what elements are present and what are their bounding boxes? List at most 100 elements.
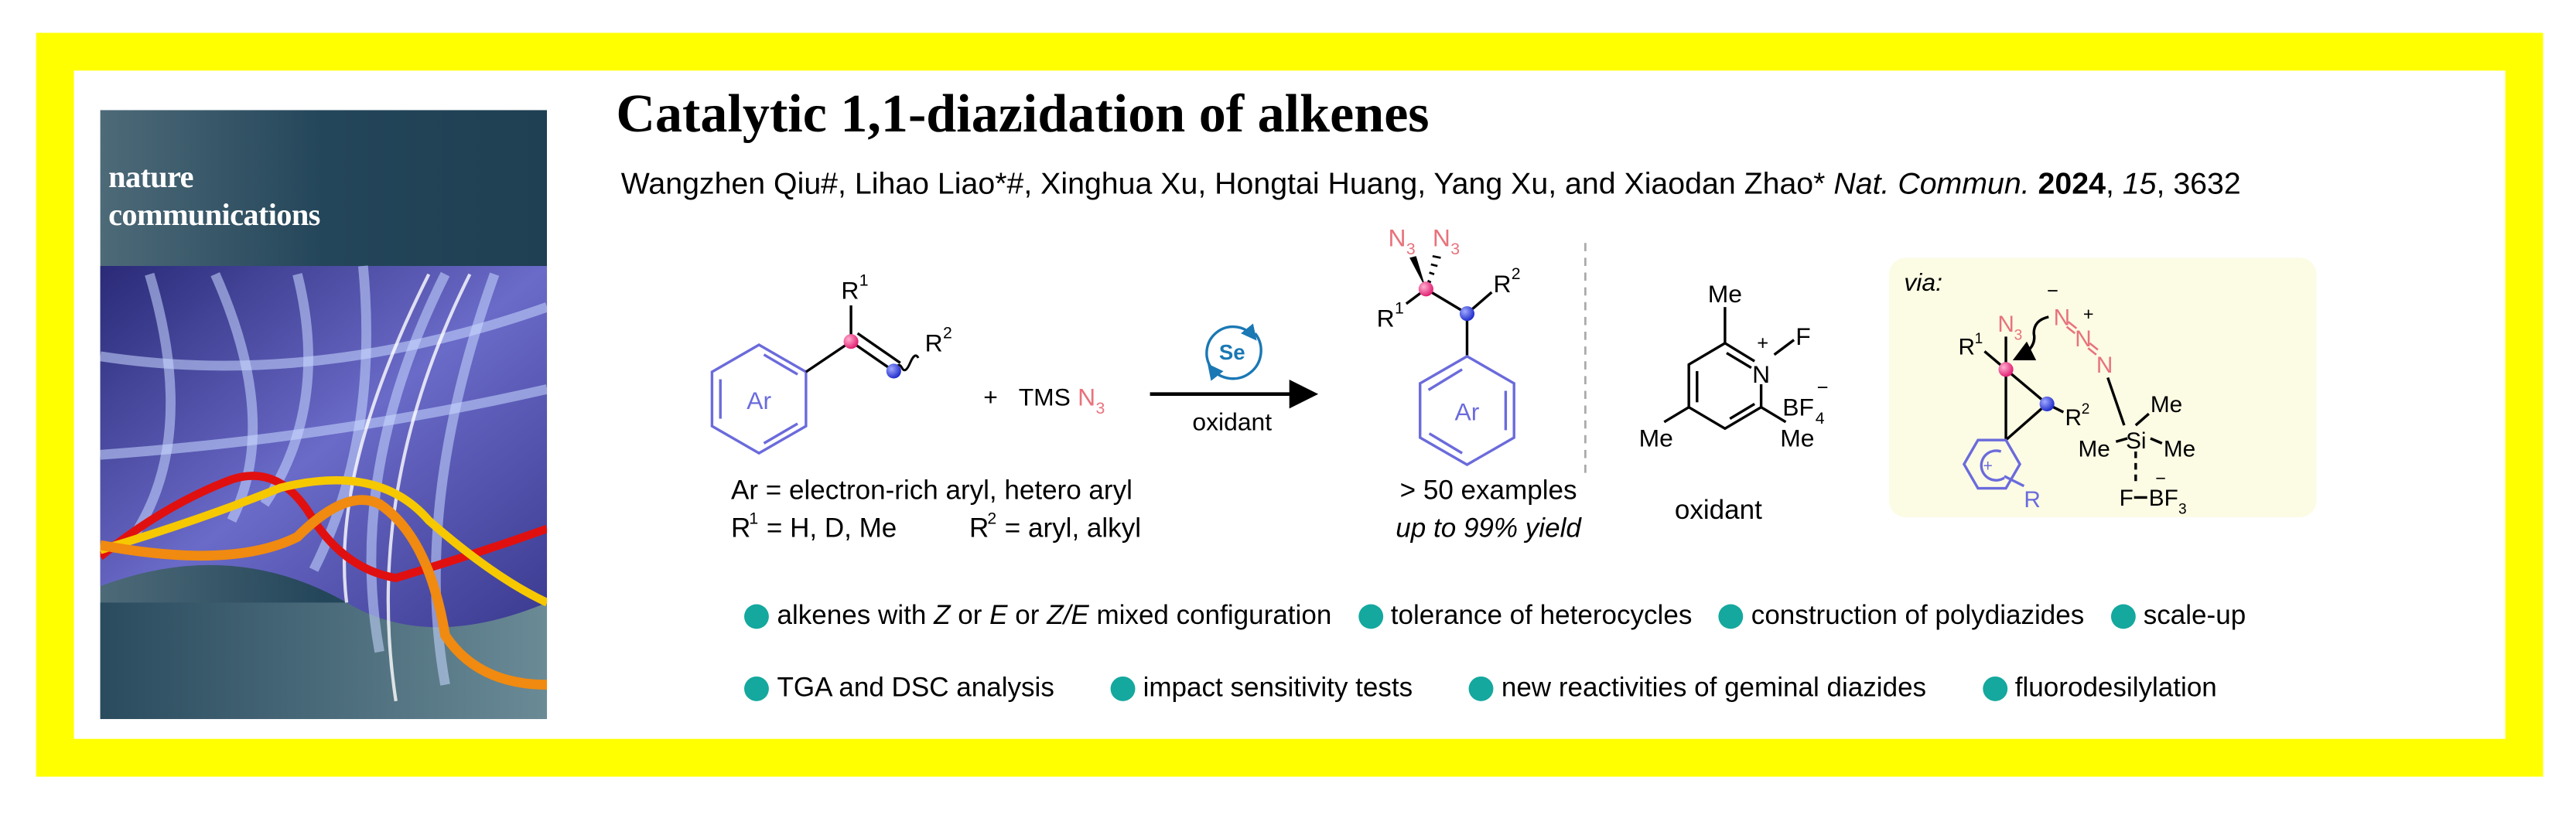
n3-subscript-1: 3 <box>1406 240 1416 258</box>
r1-scope-note: = H, D, Me <box>759 513 897 543</box>
bullet-dot-icon <box>744 604 769 629</box>
bullet-dot-icon <box>1358 604 1383 629</box>
feature-bullet: scale-up <box>2110 601 2246 632</box>
r1-scope-label: R <box>731 513 750 543</box>
bullet-dot-icon <box>1982 676 2007 701</box>
r2-superscript: 2 <box>2082 401 2090 418</box>
bullet-text: new reactivities of geminal diazides <box>1501 673 1927 703</box>
bullet-text-italic: Z/E <box>1047 601 1089 631</box>
r2-superscript: 2 <box>1512 265 1521 283</box>
feature-bullet: TGA and DSC analysis <box>744 673 1054 704</box>
bullet-dot-icon <box>1110 676 1135 701</box>
r2-scope-superscript: 2 <box>987 510 996 527</box>
silicon-label: Si <box>2126 428 2146 454</box>
azide-positive-charge: + <box>2083 304 2094 324</box>
bullet-text: mixed configuration <box>1088 601 1332 631</box>
paper-title: Catalytic 1,1-diazidation of alkenes <box>616 85 1430 145</box>
methyl-label: Me <box>2164 436 2195 462</box>
examples-count: > 50 examples <box>1400 475 1577 506</box>
bullet-dot-icon <box>1468 676 1494 701</box>
arrow-reagent-label: oxidant <box>1192 407 1272 435</box>
blue-carbon-atom <box>886 363 901 379</box>
separator: , <box>2105 165 2123 201</box>
hash-bond <box>1426 254 1441 284</box>
author-list: Wangzhen Qiu#, Lihao Liao*#, Xinghua Xu,… <box>620 165 1826 201</box>
aryl-label: Ar <box>746 387 771 414</box>
r2-superscript: 2 <box>943 324 952 342</box>
n3-subscript-2: 3 <box>1450 240 1460 258</box>
r1-scope-superscript: 1 <box>749 510 758 527</box>
tetrafluoroborate-label: BF <box>1782 393 1814 421</box>
pink-carbon-atom <box>1998 362 2014 377</box>
bullet-text: alkenes with <box>777 601 934 631</box>
feature-bullet: fluorodesilylation <box>1982 673 2217 704</box>
negative-charge: − <box>1817 377 1829 399</box>
aryl-scope-note: Ar = electron-rich aryl, hetero aryl <box>731 475 1133 506</box>
pink-carbon-atom <box>843 334 859 349</box>
journal-cover: nature communications <box>100 110 548 720</box>
borate-negative-charge: − <box>2155 468 2166 488</box>
wedge-bond <box>1409 256 1426 289</box>
arenium-charge: + <box>1983 458 1992 475</box>
feature-bullets-row-2: TGA and DSC analysis impact sensitivity … <box>744 673 2217 704</box>
cover-journal-name-line1: nature <box>108 161 193 196</box>
r2-label: R <box>1493 270 1511 298</box>
positive-charge: + <box>1757 332 1768 354</box>
bullet-text-italic: Z <box>934 601 951 631</box>
yield-note: up to 99% yield <box>1396 513 1582 543</box>
r2-scope-label: R <box>969 513 989 543</box>
product-diazide: N 3 N 3 R 1 R 2 <box>1377 224 1521 466</box>
citation-line: Wangzhen Qiu#, Lihao Liao*#, Xinghua Xu,… <box>621 165 2241 202</box>
feature-bullet: impact sensitivity tests <box>1110 673 1413 704</box>
arenium-ring <box>1962 438 2025 490</box>
catalyst-label: Se <box>1219 340 1245 364</box>
azide-n3: N <box>2096 353 2113 378</box>
methyl-label: Me <box>2151 392 2182 418</box>
feature-bullet: tolerance of heterocycles <box>1358 601 1692 632</box>
methyl-label: Me <box>1639 424 1673 452</box>
bullet-text: or <box>1007 601 1047 631</box>
feature-bullet: new reactivities of geminal diazides <box>1468 673 1926 704</box>
publication-year: 2024 <box>2038 165 2106 201</box>
oxidant-caption: oxidant <box>1675 495 1762 525</box>
blue-carbon-atom <box>1459 306 1475 322</box>
r1-label: R <box>1958 335 1974 360</box>
cover-journal-name-line2: communications <box>108 198 320 233</box>
bf3-subscript: 3 <box>2178 502 2187 518</box>
bullet-text: construction of polydiazides <box>1751 601 2085 631</box>
bullet-dot-icon <box>744 676 769 701</box>
azide-n2: N <box>2075 326 2091 352</box>
r2-label: R <box>925 329 943 356</box>
methyl-label: Me <box>2078 436 2110 462</box>
selenium-catalyst-cycle-icon <box>1205 323 1262 381</box>
methyl-label: Me <box>1708 280 1742 308</box>
ring-substituent-label: R <box>2024 487 2040 513</box>
feature-bullets-row-1: alkenes with Z or E or Z/E mixed configu… <box>744 601 2246 632</box>
azide-n1: N <box>2054 305 2070 330</box>
via-intermediate-panel: via: + R <box>1889 257 2317 518</box>
bullet-dot-icon <box>1718 604 1744 629</box>
r1-superscript: 1 <box>859 272 869 290</box>
azide-double-bonds <box>2065 321 2099 356</box>
fluorine-label: F <box>2120 486 2134 511</box>
r1-superscript: 1 <box>1395 300 1404 318</box>
bf4-subscript: 4 <box>1816 410 1825 428</box>
azide-n-label: N <box>1078 383 1095 411</box>
azide-negative-charge: − <box>2047 280 2058 302</box>
methyl-label: Me <box>1780 424 1814 452</box>
azide-subscript: 3 <box>1096 400 1105 418</box>
r1-superscript: 1 <box>1975 331 1983 347</box>
n3-subscript: 3 <box>2014 328 2023 344</box>
pink-carbon-atom <box>1418 281 1433 297</box>
via-label: via: <box>1904 268 1942 296</box>
aryl-ring <box>1419 354 1515 466</box>
volume: 15 <box>2122 165 2157 201</box>
bullet-text: impact sensitivity tests <box>1143 673 1413 703</box>
blue-carbon-atom <box>2039 396 2055 411</box>
bf3-label: BF <box>2149 486 2178 511</box>
article-number: 3632 <box>2173 165 2241 201</box>
fluorine-label: F <box>1795 322 1810 350</box>
separator: , <box>2156 165 2174 201</box>
